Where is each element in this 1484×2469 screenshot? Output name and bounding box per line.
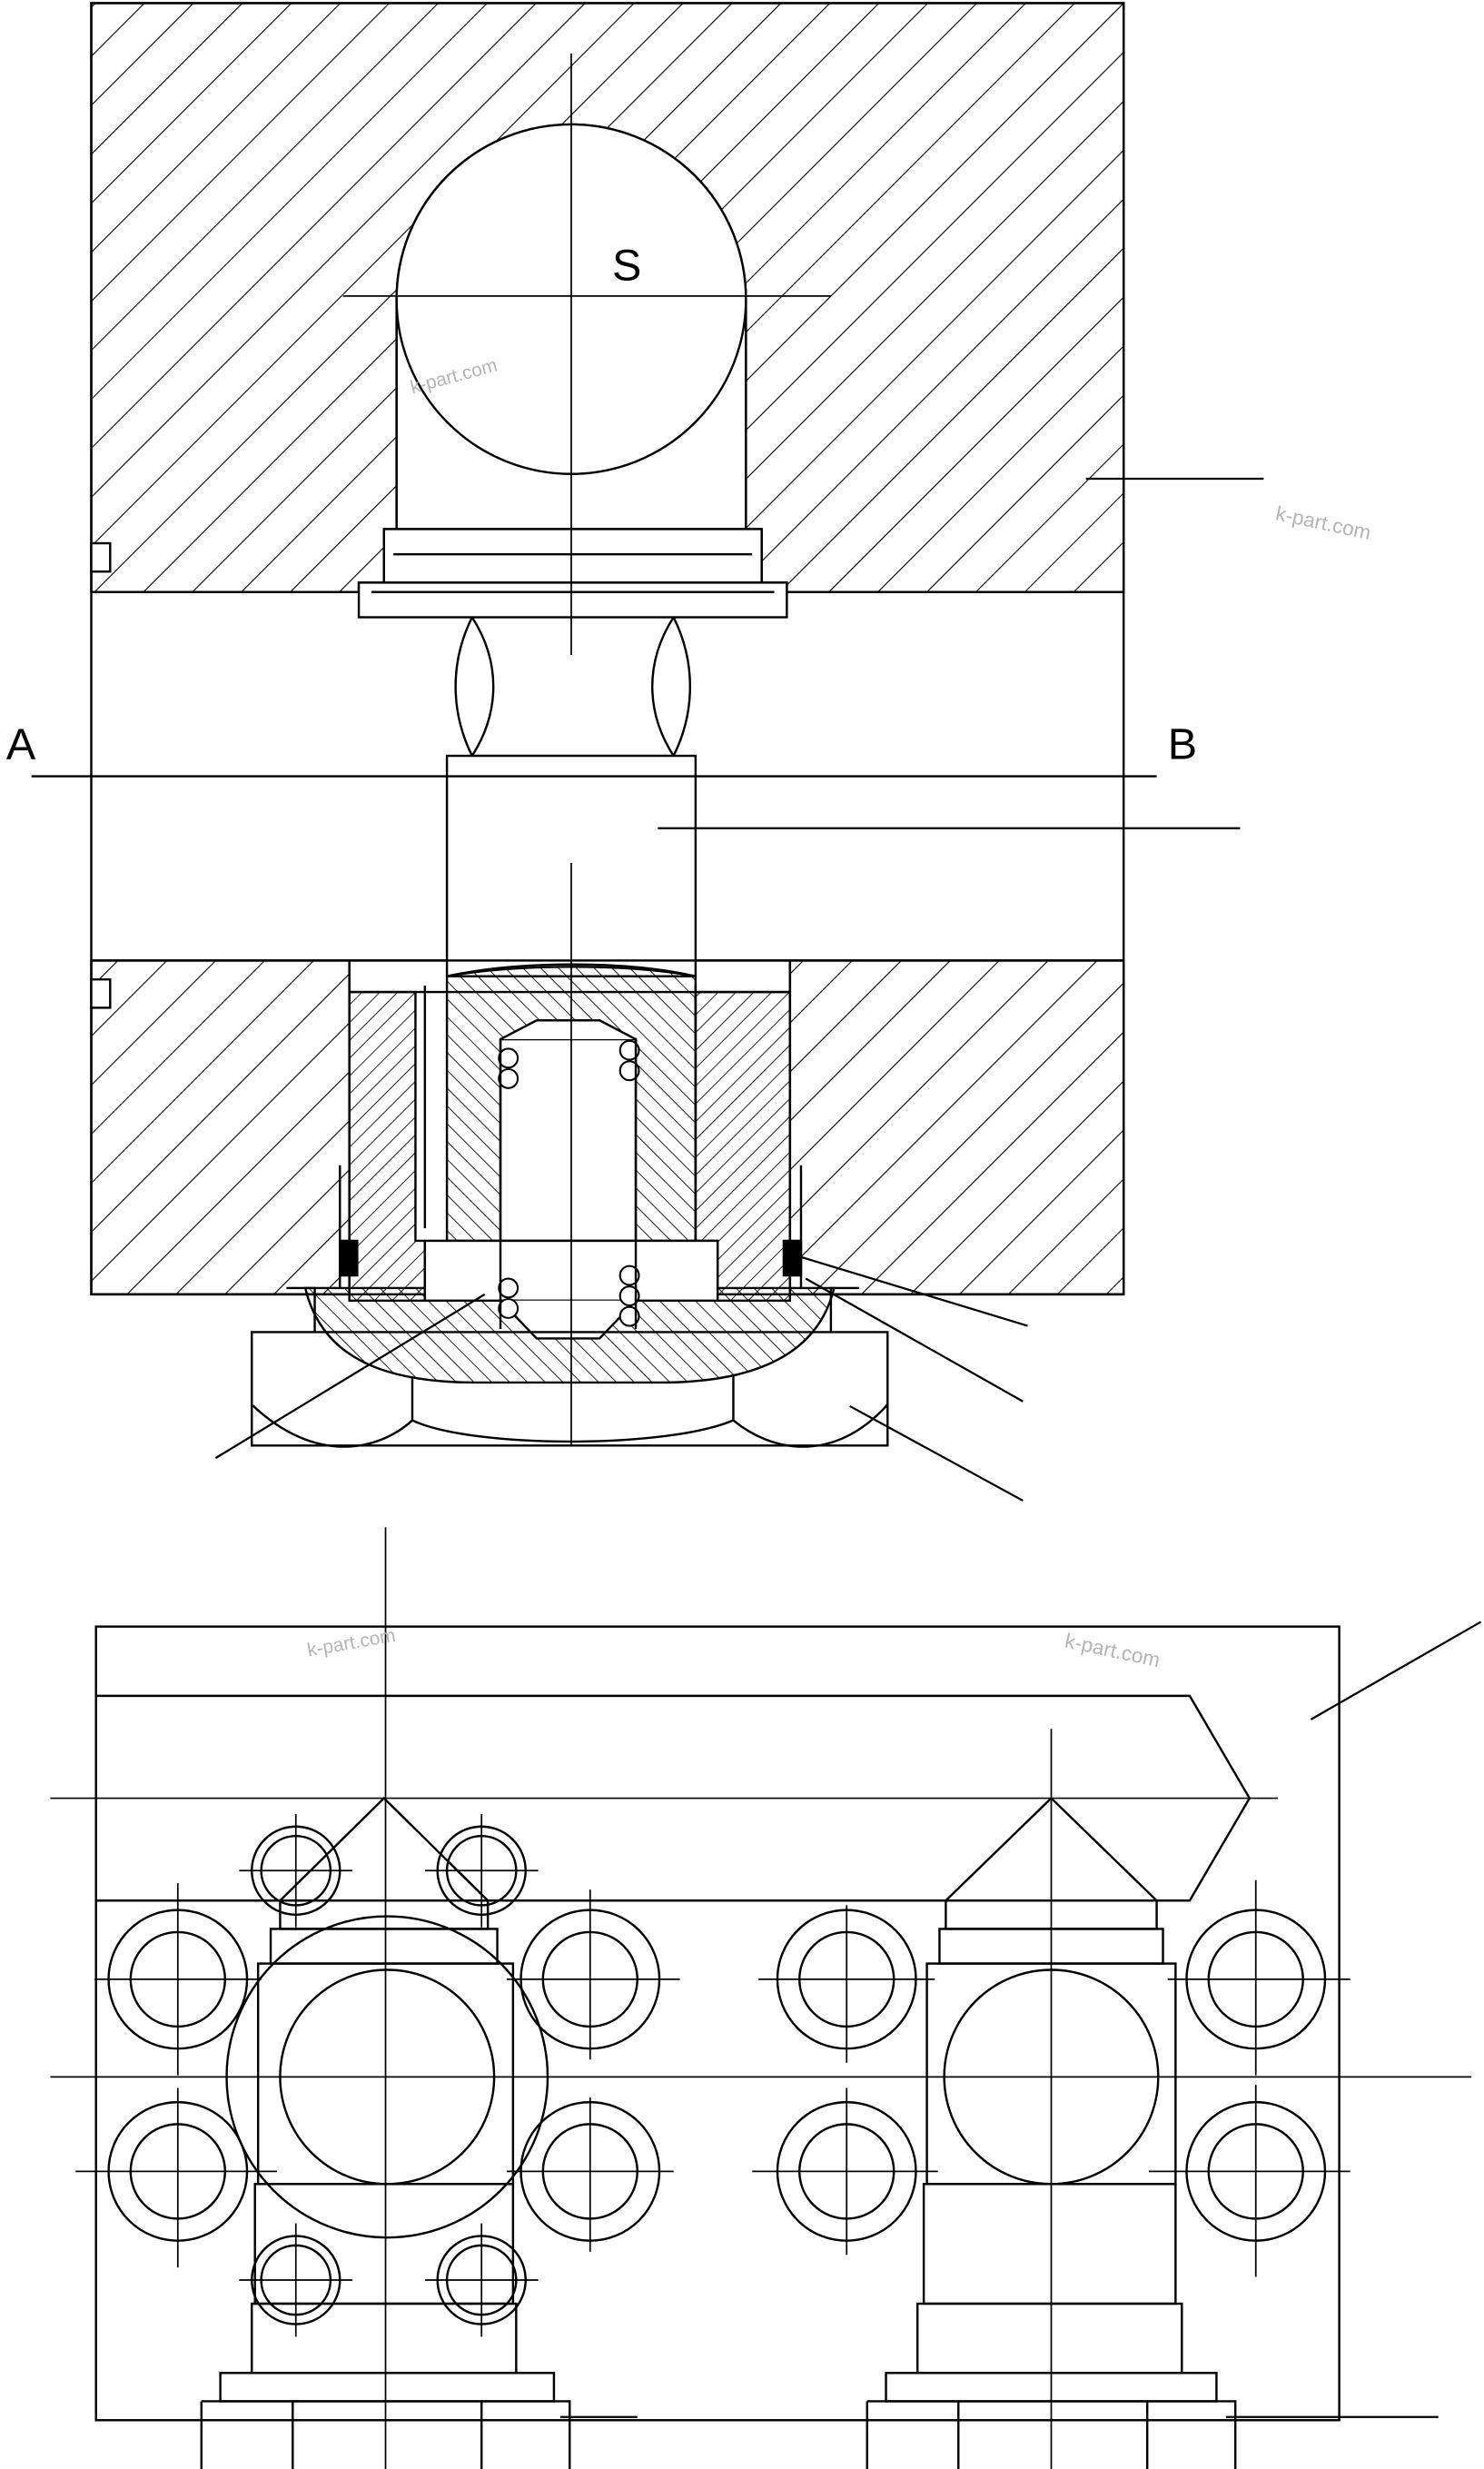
front-centerlines [50,1527,1472,2469]
right-valve-lower-step [915,2302,1183,2375]
front-view [50,1527,1482,2469]
spool-collar-lower [357,581,788,619]
port-b-label: B [1168,719,1197,768]
section-centerlines [342,53,831,1446]
right-valve-lower-body [922,2183,1177,2305]
cap-dome-tip [500,1299,637,1340]
spring-coils [498,1039,640,1327]
seal-left [339,1239,359,1277]
port-a-label: A [6,719,36,768]
leader-lines-bottom [559,1621,1482,2418]
cap-inner-bore [499,1037,638,1243]
valve-body-lower-right-section [788,959,1125,1296]
hex-nut-washer [286,1286,860,1333]
seal-right [782,1239,803,1277]
left-valve-collar-top [279,1899,490,1930]
spool-label: S [612,242,641,291]
left-valve-collar [269,1928,499,1965]
watermark-3: k-part.com [305,1625,397,1661]
hex-nut-upper [251,1331,889,1447]
right-hex-nut [866,2400,1237,2469]
side-notch-upper [90,541,112,573]
leader-lines-top [214,477,1264,1502]
left-hex-nut [200,2400,571,2469]
cap-inner-bore-tip [500,1019,637,1041]
spool-neck-outline [454,616,691,758]
spool-neck [470,616,675,757]
hex-nut-facets [251,1376,889,1448]
watermark-2: k-part.com [1274,501,1373,544]
left-valve-cone [279,1796,490,1902]
left-valve-lower-body [253,2183,515,2305]
left-mounting-bolts [107,1909,661,2242]
cap-outer-sleeve-left [348,990,427,1303]
valve-body-lower-left-section [90,959,351,1296]
side-notch-lower [90,977,112,1009]
watermark-4: k-part.com [1063,1630,1162,1672]
spool-collar-upper [382,528,763,584]
manifold-plate-outline [94,1625,1341,2422]
section-view [31,2,1264,1502]
left-valve-washer [219,2372,556,2403]
